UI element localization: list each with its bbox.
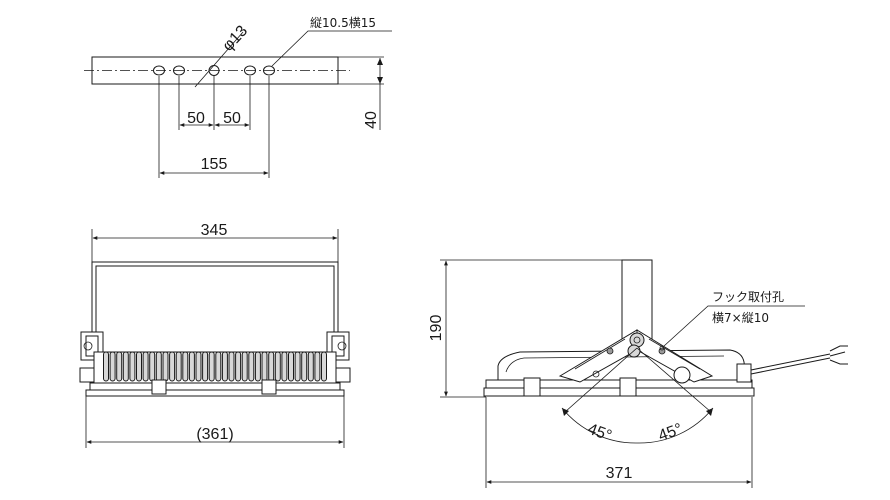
diameter-leader [194,31,244,88]
angle-arc-left [561,407,638,444]
cooling-fin [202,351,209,382]
cooling-fin [162,351,169,382]
cooling-fin [221,351,228,382]
cooling-fin [235,351,242,382]
plug-prongs [829,345,848,365]
cooling-fin [182,351,189,382]
slot-hole [263,65,275,76]
span-label: 155 [201,156,228,173]
cooling-fin [274,351,281,382]
slot-size-label: 縦10.5横15 [310,16,376,30]
hook-hole-leader [663,305,805,347]
cooling-fin [321,351,327,382]
slot-leader [271,30,392,67]
cooling-fin [241,351,248,382]
overall-width-label: (361) [196,426,233,443]
cooling-fin [294,351,301,382]
cooling-fin [129,351,136,382]
hook-hole-size: 横7×縦10 [712,311,769,325]
cooling-fin [188,351,195,382]
side-clip-right [619,377,637,397]
pitch-left-label: 50 [187,110,205,127]
cooling-fin [155,351,162,382]
cooling-fin [307,351,314,382]
side-view: 190 [428,259,848,488]
side-clip-left [523,377,541,397]
height-label: 40 [363,111,380,129]
side-height-label: 190 [428,315,445,342]
cooling-fin [136,351,142,382]
cooling-fin [268,351,275,382]
cooling-fin [142,351,149,382]
cooling-fin [215,351,222,382]
lamp-base [85,389,345,397]
angle-left-label: 45° [585,421,614,445]
angle-right-label: 45° [656,421,685,445]
cooling-fin [122,351,129,382]
cooling-fin [301,351,308,382]
cooling-fin [314,351,321,382]
adjust-knob [673,366,691,384]
cooling-fin [248,351,255,382]
power-cable [750,353,831,371]
hole-diameter-label: φ13 [219,22,251,54]
cooling-fin [149,351,156,382]
width-label: 345 [201,222,228,239]
cooling-fin [281,351,288,382]
side-width-label: 371 [606,465,633,482]
bracket-top-view: φ13 縦10.5横15 50 50 155 40 [84,16,392,178]
front-view: 345 (361) [79,222,351,448]
slot-hole [244,65,256,76]
front-clip-right [261,379,277,395]
cooling-fin [103,351,109,382]
cooling-fin [175,351,182,382]
cooling-fin [288,351,294,382]
cooling-fin [254,351,261,382]
front-clip-left [151,379,167,395]
pitch-right-label: 50 [223,110,241,127]
cooling-fin [195,351,202,382]
cooling-fin [208,351,215,382]
slot-hole [153,65,165,76]
cooling-fin [116,351,123,382]
u-bracket [91,261,339,344]
cooling-fin [228,351,235,382]
hook-hole [659,345,665,351]
cooling-fins [103,351,327,382]
slot-hole [173,65,185,76]
hook-hole-title: フック取付孔 [712,290,784,304]
cooling-fin [169,351,176,382]
angle-arc-right [636,407,714,444]
cooling-fin [109,351,116,382]
cooling-fin [261,351,268,382]
